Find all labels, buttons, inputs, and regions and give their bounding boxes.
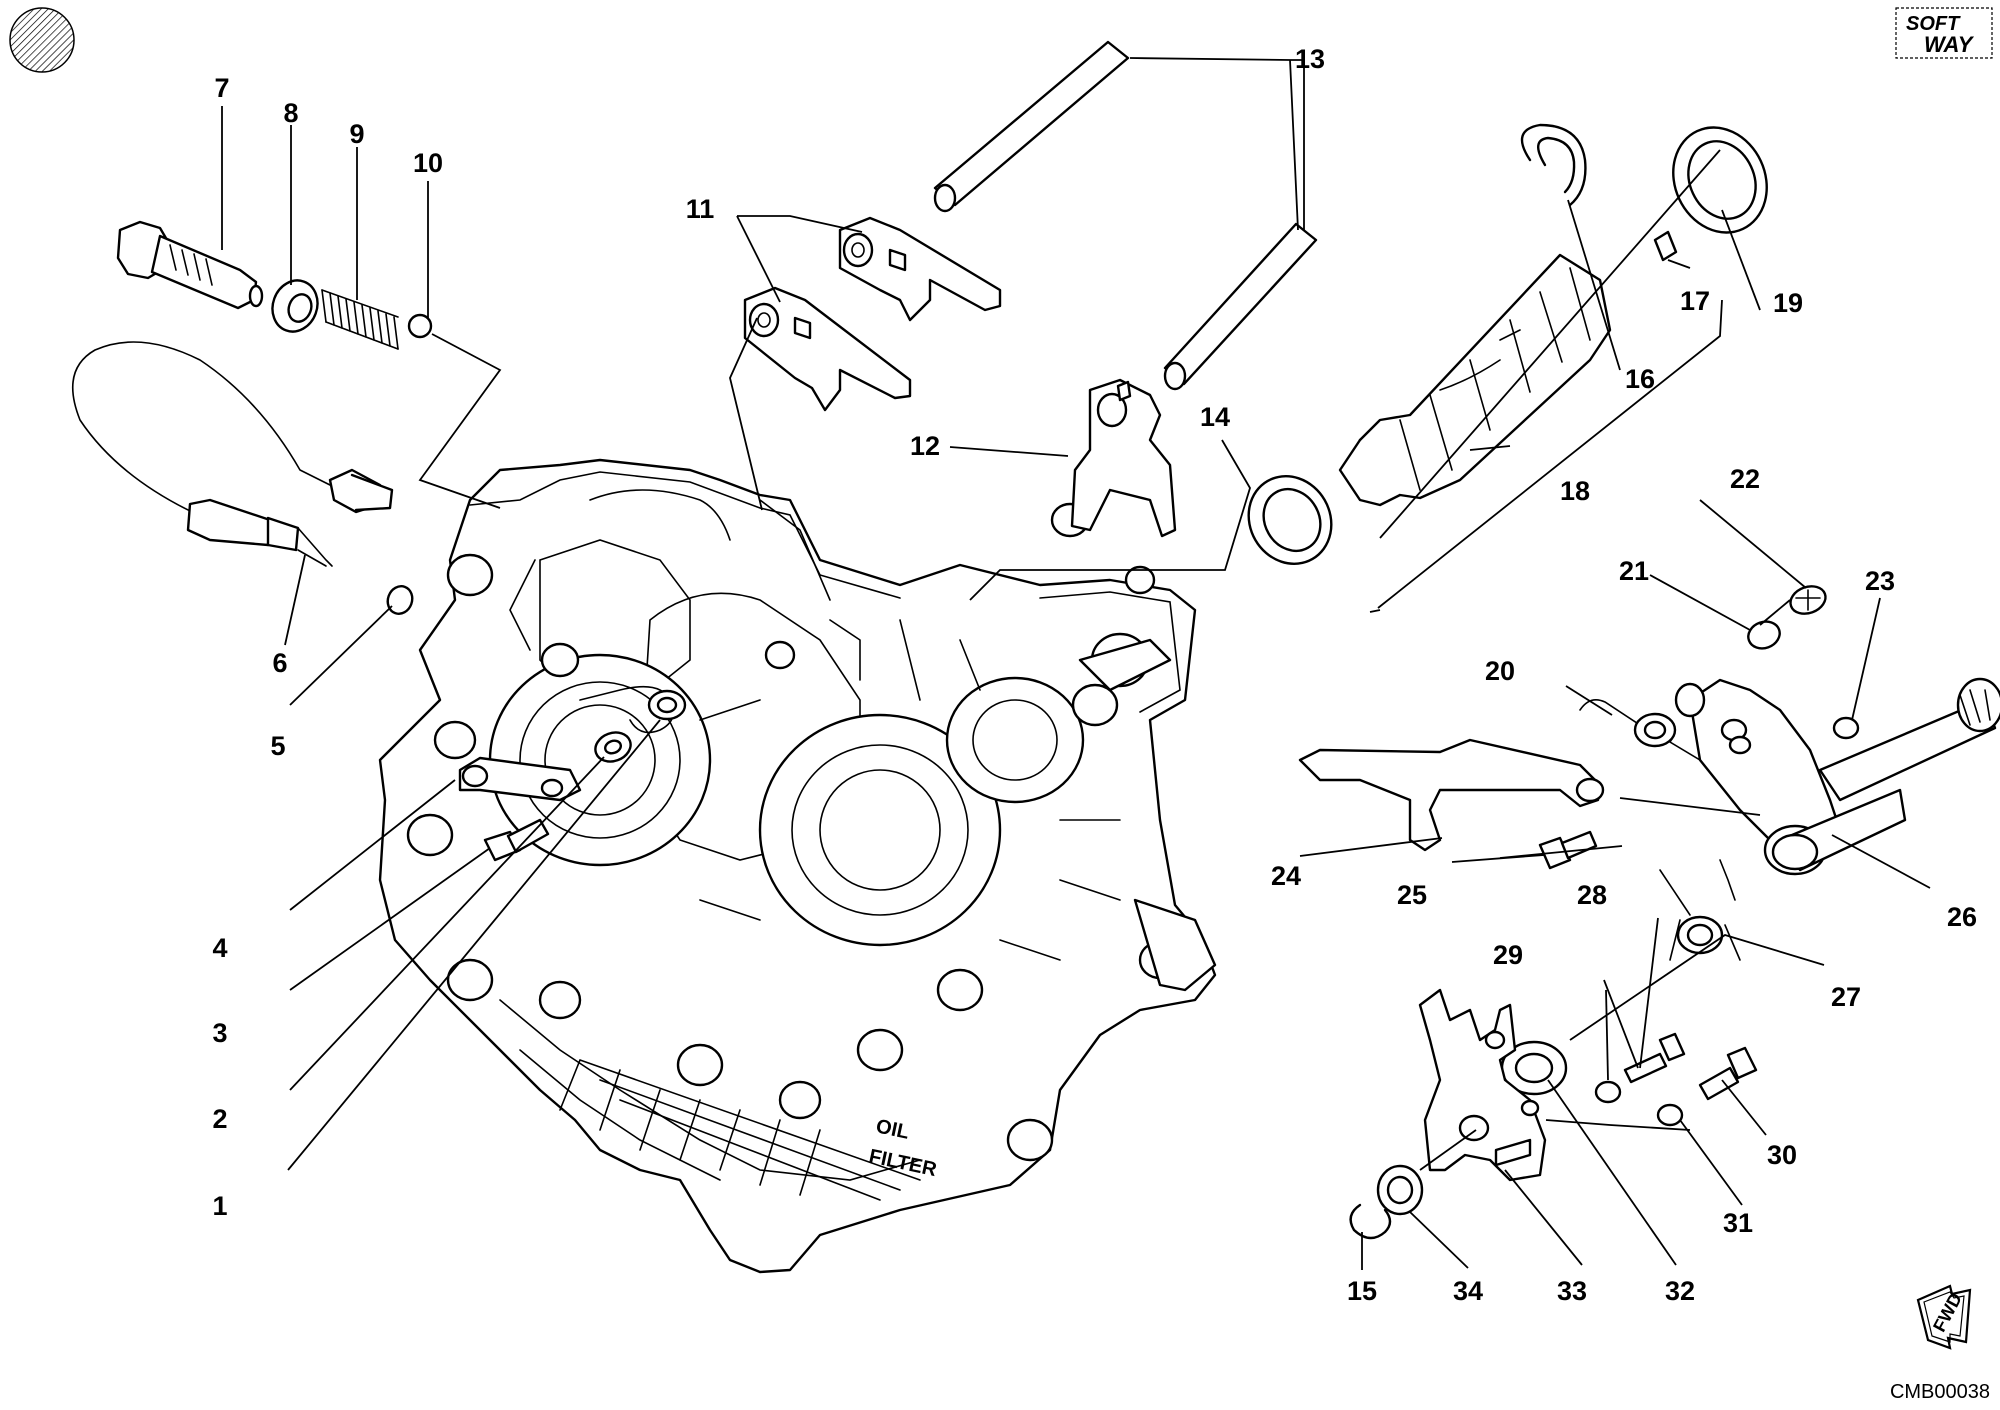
- callout-13: 13: [1295, 44, 1325, 74]
- neutral-sensor-part6: [72, 341, 394, 567]
- callout-20: 20: [1485, 656, 1515, 686]
- lever-part4: [458, 756, 582, 802]
- callout-24: 24: [1271, 861, 1301, 891]
- callout-7: 7: [214, 73, 229, 103]
- bush-part23: [1832, 716, 1860, 740]
- callout-30: 30: [1767, 1140, 1797, 1170]
- callout-28: 28: [1577, 880, 1607, 910]
- washer-part29: [1594, 1080, 1622, 1104]
- callout-19: 19: [1773, 288, 1803, 318]
- logo-text-top: SOFT: [1906, 13, 1961, 35]
- callout-4: 4: [212, 933, 227, 963]
- callout-32: 32: [1665, 1276, 1695, 1306]
- spring-part1: [579, 685, 687, 734]
- selector-drum-part18: [1338, 253, 1612, 507]
- callout-labels: 1 2 3 4 5 6 7 8 9 10 11 12 13 14 15 16 1…: [212, 44, 1977, 1306]
- leader-lines: [221, 57, 1931, 1270]
- corner-mark-icon: [9, 7, 75, 73]
- callout-29: 29: [1493, 940, 1523, 970]
- callout-22: 22: [1730, 464, 1760, 494]
- callout-23: 23: [1865, 566, 1895, 596]
- shift-shaft-part26: [1674, 677, 2000, 876]
- bolt-part30: [1698, 1046, 1758, 1101]
- spring-part9: [321, 289, 399, 350]
- callout-5: 5: [270, 731, 285, 761]
- shift-fork-lower-part11: [743, 286, 912, 412]
- spring-part20: [1579, 699, 1719, 765]
- washer-part21: [1747, 620, 1781, 650]
- drawing-code: CMB00038: [1890, 1381, 1990, 1403]
- callout-31: 31: [1723, 1208, 1753, 1238]
- circlip-part15: [1349, 1203, 1392, 1240]
- washer-part2: [594, 731, 632, 763]
- callout-2: 2: [212, 1104, 227, 1134]
- callout-34: 34: [1453, 1276, 1483, 1306]
- bearing-part32: [1500, 1040, 1568, 1096]
- callout-3: 3: [212, 1018, 227, 1048]
- ring-part19: [1672, 126, 1768, 234]
- oil-seal-part14: [1247, 474, 1333, 566]
- spring-part27: [1659, 859, 1741, 961]
- callout-16: 16: [1625, 364, 1655, 394]
- callout-14: 14: [1200, 402, 1230, 432]
- washer-part5: [386, 585, 414, 615]
- fork-shaft-lower-part13: [1163, 222, 1318, 391]
- callout-26: 26: [1947, 902, 1977, 932]
- callout-21: 21: [1619, 556, 1649, 586]
- bolt-part28: [1623, 1032, 1686, 1084]
- callout-25: 25: [1397, 880, 1427, 910]
- shift-fork-part12: [1070, 378, 1177, 538]
- forward-direction-arrow-icon: FWD: [1916, 1284, 1972, 1350]
- selector-arm-part24: [1298, 738, 1605, 852]
- callout-11: 11: [686, 194, 715, 224]
- callout-27: 27: [1831, 982, 1861, 1012]
- callout-17: 17: [1680, 286, 1710, 316]
- washer-part31: [1656, 1103, 1684, 1127]
- clip-part22: [1789, 585, 1827, 615]
- callout-1: 1: [212, 1191, 227, 1221]
- bracket-part33: [1418, 988, 1547, 1182]
- callout-6: 6: [272, 648, 287, 678]
- washer-part34: [1376, 1164, 1424, 1216]
- washer-part8: [271, 279, 319, 333]
- crankcase: OIL FILTER: [378, 458, 1217, 1274]
- callout-15: 15: [1347, 1276, 1377, 1306]
- callout-8: 8: [283, 98, 298, 128]
- callout-12: 12: [910, 431, 940, 461]
- callout-9: 9: [349, 119, 364, 149]
- circlip-part16: [1520, 123, 1587, 207]
- callout-18: 18: [1560, 476, 1590, 506]
- ball-part10: [407, 313, 433, 339]
- logo-text-bottom: WAY: [1924, 32, 1975, 57]
- softway-logo: SOFT WAY: [1895, 7, 1993, 59]
- callout-10: 10: [413, 148, 443, 178]
- pin-part17: [1653, 230, 1678, 262]
- callout-33: 33: [1557, 1276, 1587, 1306]
- fork-shaft-upper-part13: [933, 40, 1130, 213]
- detent-bolt-part7: [116, 220, 264, 310]
- shift-fork-upper-part11: [838, 216, 1002, 322]
